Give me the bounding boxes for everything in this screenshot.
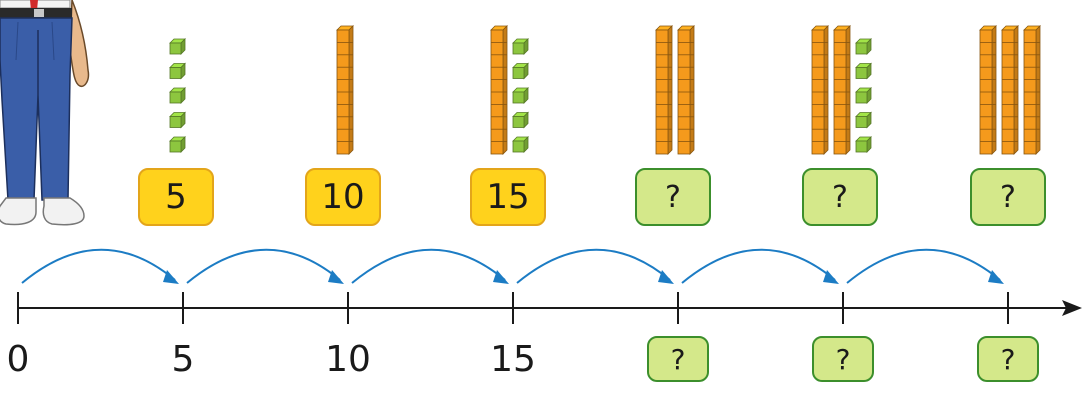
number-line — [17, 292, 1082, 324]
number-line-answer-box[interactable]: ? — [977, 336, 1039, 382]
unit-cube — [169, 87, 186, 104]
answer-box[interactable]: ? — [970, 168, 1046, 226]
tick-label: 15 — [490, 339, 536, 380]
count-box: 15 — [470, 168, 546, 226]
number-line-answer-box[interactable]: ? — [812, 336, 874, 382]
unit-cube — [512, 62, 529, 80]
block-group — [169, 38, 186, 153]
tick-label: 5 — [171, 339, 195, 380]
unit-cube — [512, 111, 529, 129]
block-group — [336, 25, 354, 155]
jump-arc — [21, 248, 179, 284]
unit-cube — [512, 136, 529, 153]
count-box: 10 — [305, 168, 381, 226]
ten-rod — [833, 25, 851, 155]
unit-cube — [512, 87, 529, 104]
count-box: 5 — [138, 168, 214, 226]
ten-rod — [336, 25, 354, 155]
base-ten-blocks — [169, 25, 1041, 155]
unit-cube — [169, 62, 186, 80]
ten-rod — [677, 25, 695, 155]
answer-box[interactable]: ? — [802, 168, 878, 226]
unit-cube — [855, 62, 872, 80]
tick-label: 0 — [6, 339, 30, 380]
unit-cube — [169, 111, 186, 129]
jump-arc — [351, 248, 509, 284]
block-group — [655, 25, 695, 155]
ten-rod — [1023, 25, 1041, 155]
unit-cube — [169, 136, 186, 153]
jump-arc — [516, 248, 674, 284]
unit-cube — [855, 87, 872, 104]
block-group — [811, 25, 872, 155]
block-group — [490, 25, 529, 155]
jump-arcs — [21, 248, 1004, 284]
ten-rod — [655, 25, 673, 155]
jump-arc — [681, 248, 839, 284]
ten-rod — [811, 25, 829, 155]
unit-cube — [169, 38, 186, 55]
unit-cube — [512, 38, 529, 55]
student-figure-icon — [0, 0, 90, 226]
ten-rod — [979, 25, 997, 155]
answer-box[interactable]: ? — [635, 168, 711, 226]
axis-arrowhead — [1062, 300, 1082, 316]
ten-rod — [1001, 25, 1019, 155]
number-line-answer-box[interactable]: ? — [647, 336, 709, 382]
unit-cube — [855, 111, 872, 129]
jump-arc — [186, 248, 344, 284]
unit-cube — [855, 136, 872, 153]
jump-arc — [846, 248, 1004, 284]
block-group — [979, 25, 1041, 155]
unit-cube — [855, 38, 872, 55]
tick-label: 10 — [325, 339, 371, 380]
ten-rod — [490, 25, 508, 155]
